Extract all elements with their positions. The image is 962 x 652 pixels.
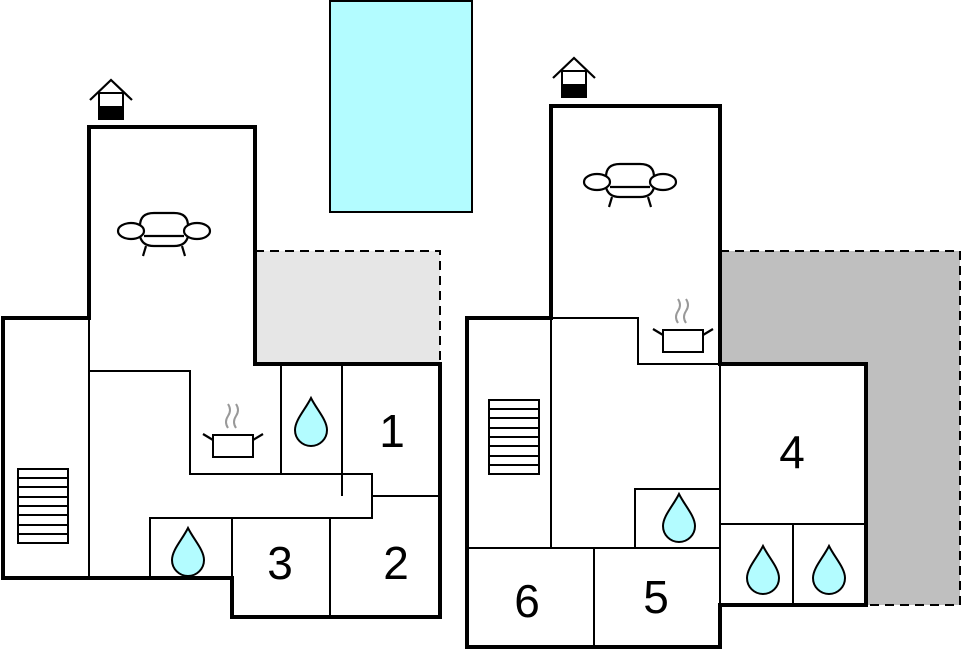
left-building xyxy=(1,125,442,619)
stairs-icon xyxy=(17,468,69,544)
room-label-3: 3 xyxy=(267,537,293,589)
cooking-pot-icon xyxy=(201,402,265,459)
room-label-5: 5 xyxy=(643,571,669,623)
water-drop-icon xyxy=(662,493,696,543)
terrace-right xyxy=(720,250,961,606)
room-label-1: 1 xyxy=(379,405,405,457)
sofa-icon xyxy=(116,211,212,258)
water-drop-icon xyxy=(812,545,846,595)
pool xyxy=(329,0,473,213)
room-label-6: 6 xyxy=(514,575,540,627)
water-drop-icon xyxy=(746,545,780,595)
terrace-left xyxy=(255,250,441,364)
house-entrance-icon xyxy=(88,78,134,121)
stairs-icon xyxy=(488,399,540,475)
room-label-2: 2 xyxy=(383,537,409,589)
water-drop-icon xyxy=(294,397,328,447)
right-building xyxy=(465,104,868,649)
cooking-pot-icon xyxy=(651,297,715,354)
sofa-icon xyxy=(582,162,678,209)
water-drop-icon xyxy=(171,527,205,577)
house-entrance-icon xyxy=(551,56,597,99)
room-label-4: 4 xyxy=(779,426,805,478)
